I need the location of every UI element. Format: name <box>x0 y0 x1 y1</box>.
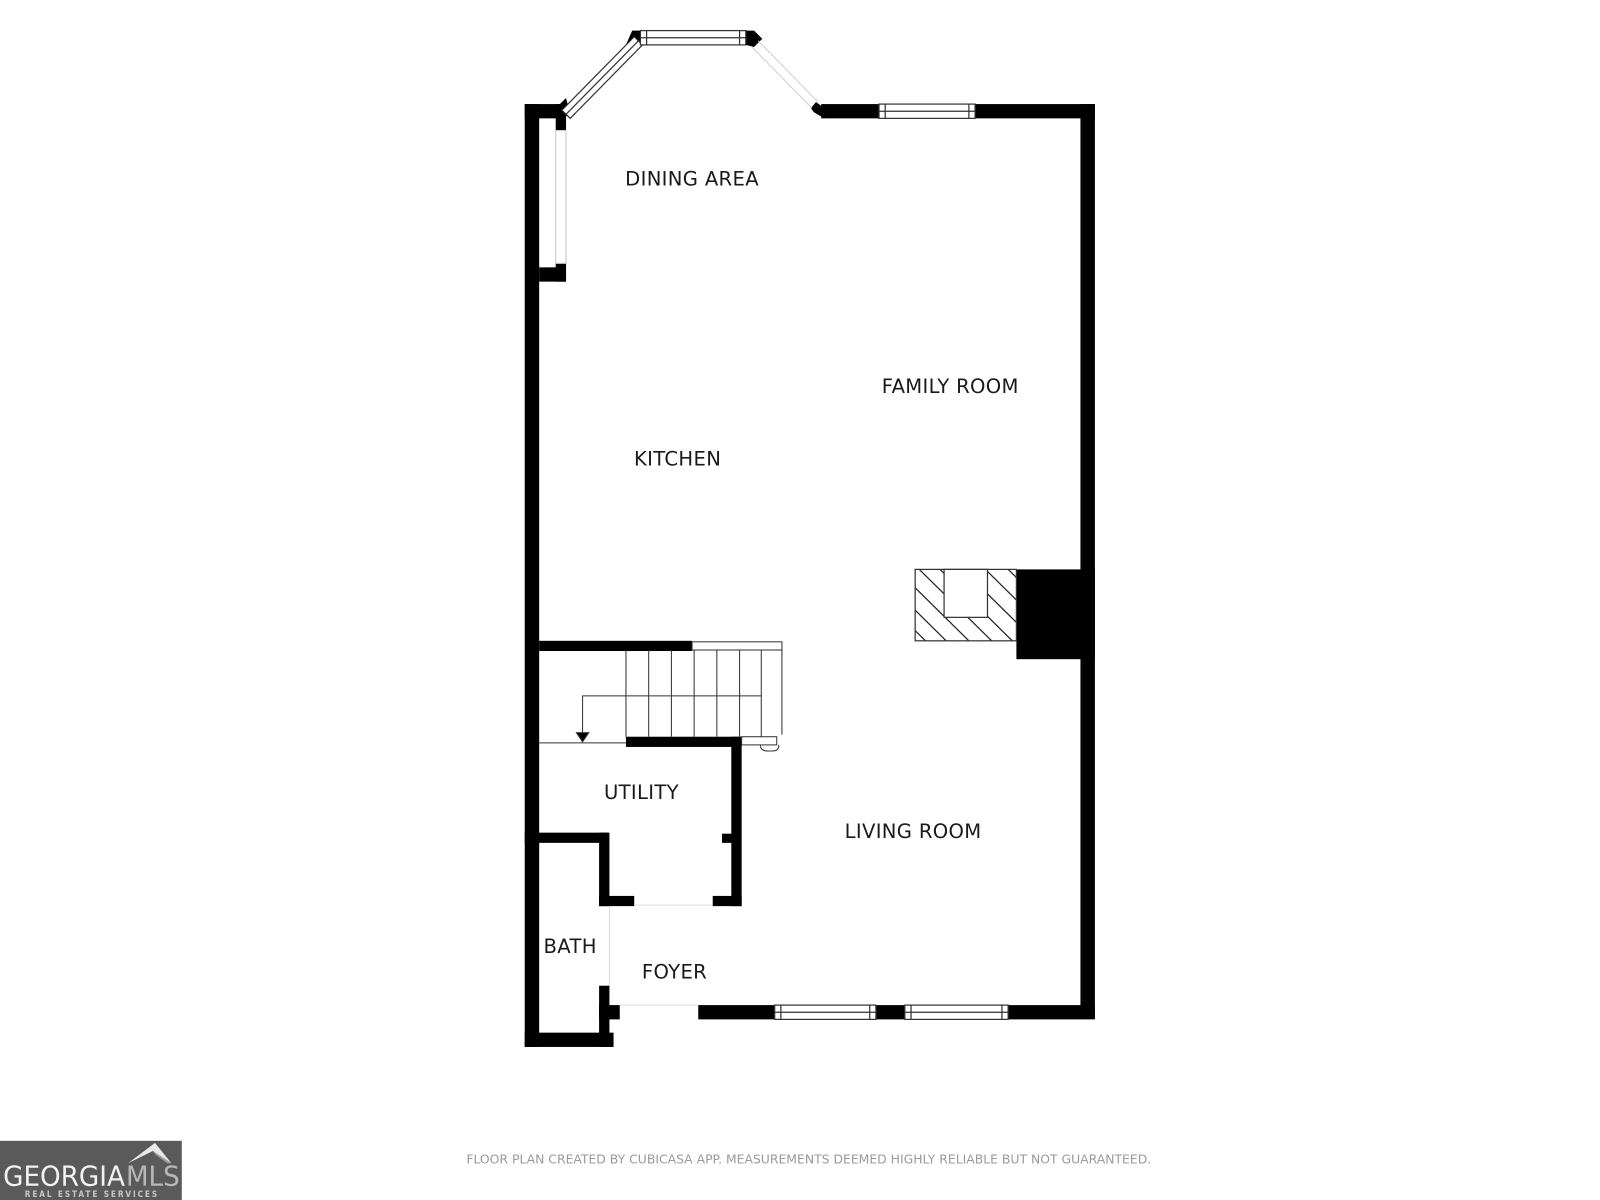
room-label-foyer: FOYER <box>642 961 707 984</box>
door-openings <box>608 904 713 1006</box>
disclaimer-text: FLOOR PLAN CREATED BY CUBICASA APP. MEAS… <box>466 1152 1151 1166</box>
logo-brand-accent: MLS <box>126 1160 180 1193</box>
room-label-utility: UTILITY <box>604 781 679 804</box>
room-label-dining-area: DINING AREA <box>625 168 759 191</box>
room-label-bath: BATH <box>544 935 597 958</box>
stairs-direction-arrow-icon <box>575 732 590 743</box>
room-label-family-room: FAMILY ROOM <box>882 375 1019 398</box>
roof-icon <box>128 1142 172 1164</box>
room-label-living-room: LIVING ROOM <box>845 820 982 843</box>
walls <box>524 30 1095 1047</box>
logo-brand-main: GEORGIA <box>3 1160 125 1193</box>
bay-right-opening <box>751 40 819 109</box>
window-dining-left <box>555 130 567 264</box>
georgia-mls-logo: GEORGIA MLS REAL ESTATE SERVICES <box>0 1140 182 1200</box>
room-label-kitchen: KITCHEN <box>634 447 721 470</box>
stairs <box>539 641 783 752</box>
fireplace <box>914 568 1018 642</box>
logo-tagline: REAL ESTATE SERVICES <box>25 1190 159 1200</box>
windows <box>555 30 1009 1021</box>
